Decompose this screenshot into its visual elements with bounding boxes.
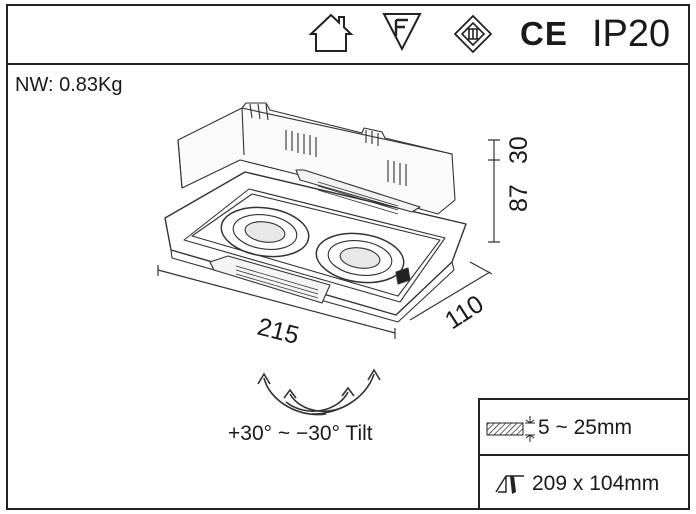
cutout-value: 209 x 104mm (532, 472, 660, 495)
dimension-height-top: 30 (505, 136, 533, 164)
dimension-height: 87 (505, 184, 533, 212)
dimension-width: 110 (440, 290, 489, 335)
net-weight: NW: 0.83Kg (15, 74, 123, 96)
fixture-housing (164, 102, 467, 323)
dimension-length: 215 (255, 313, 302, 350)
tilt-arrows-icon (257, 368, 381, 416)
class-iii-icon (453, 14, 493, 54)
cutout-icon (495, 475, 524, 494)
ceiling-thickness-icon (486, 416, 535, 442)
f-mark-triangle-icon (382, 13, 422, 52)
tilt-label: +30° ~ −30° Tilt (228, 422, 373, 445)
spec-table: 5 ~ 25mm 209 x 104mm (478, 398, 690, 510)
ce-mark: CE (520, 15, 568, 52)
cutout-row: 209 x 104mm (480, 456, 690, 510)
ip-rating: IP20 (592, 13, 671, 55)
indoor-house-icon (308, 13, 354, 52)
ceiling-thickness-value: 5 ~ 25mm (538, 416, 632, 439)
spec-sheet-frame (6, 4, 690, 510)
ceiling-thickness-row: 5 ~ 25mm (480, 400, 690, 456)
header-divider (6, 63, 690, 65)
dimension-lines (157, 139, 500, 339)
